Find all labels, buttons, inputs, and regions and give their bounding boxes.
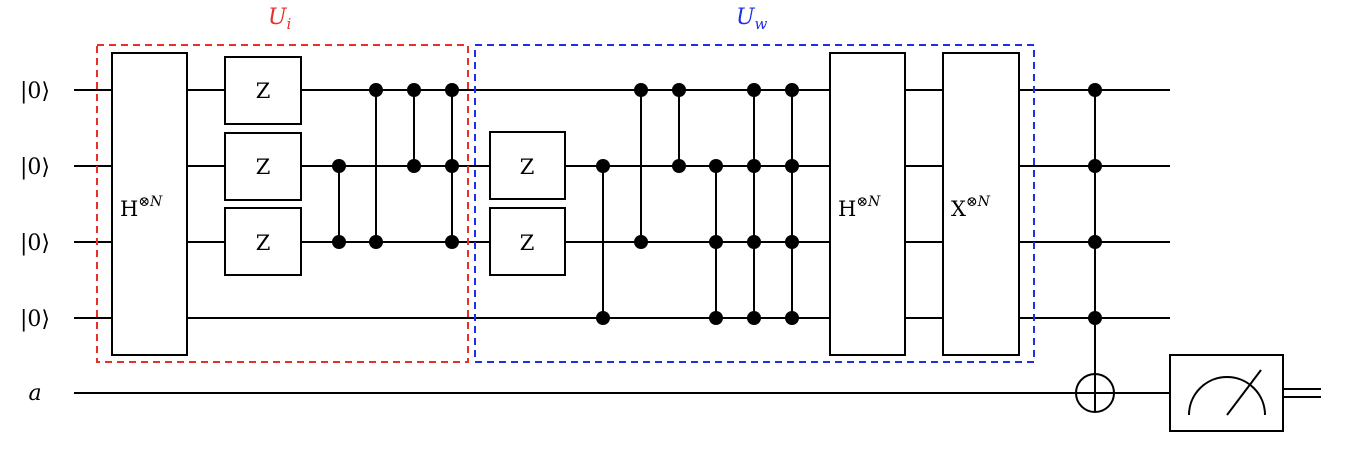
- z-gate-label: Z: [520, 155, 535, 179]
- z-gate-label: Z: [256, 231, 271, 255]
- hadamard-gate-label: H⊗N: [120, 194, 163, 221]
- meter-icon: [1188, 376, 1266, 416]
- ui-group-box: [96, 44, 469, 363]
- control-dot: [407, 83, 421, 97]
- z-gate-label: Z: [256, 155, 271, 179]
- control-dot: [445, 159, 459, 173]
- control-dot: [332, 159, 346, 173]
- z-gate-label: Z: [256, 79, 271, 103]
- control-dot: [785, 83, 799, 97]
- control-dot: [407, 159, 421, 173]
- z-gates: Z Z Z Z Z: [224, 56, 566, 276]
- control-dot: [747, 159, 761, 173]
- multi-controlled-not: [1075, 83, 1115, 413]
- control-dot: [445, 235, 459, 249]
- hadamard-gate-2-label: H⊗N: [838, 194, 881, 221]
- control-dot: [1088, 83, 1102, 97]
- control-dot: [332, 235, 346, 249]
- ui-label: Ui: [268, 5, 292, 33]
- control-dot: [1088, 235, 1102, 249]
- z-gate: [224, 207, 302, 276]
- ancilla-label: a: [28, 381, 41, 406]
- control-dot: [596, 159, 610, 173]
- control-dot: [672, 159, 686, 173]
- control-dot: [747, 235, 761, 249]
- control-dot: [709, 159, 723, 173]
- control-dot: [596, 311, 610, 325]
- measurement-gate: [1169, 354, 1284, 432]
- control-dot: [747, 311, 761, 325]
- control-dot: [369, 235, 383, 249]
- control-dot: [785, 159, 799, 173]
- control-dot: [634, 235, 648, 249]
- hadamard-gate: [111, 52, 188, 356]
- z-gate-label: Z: [520, 231, 535, 255]
- x-gate-label: X⊗N: [951, 194, 991, 221]
- uw-label: Uw: [736, 5, 768, 33]
- control-dot: [445, 83, 459, 97]
- z-gate: [224, 56, 302, 125]
- z-gate: [224, 132, 302, 201]
- control-dot: [785, 235, 799, 249]
- control-dot: [747, 83, 761, 97]
- control-dot: [369, 83, 383, 97]
- control-dot: [709, 311, 723, 325]
- control-dot: [634, 83, 648, 97]
- z-gate: [489, 131, 566, 200]
- control-dot: [1088, 159, 1102, 173]
- qubit-label-3: |0⟩: [20, 307, 50, 332]
- x-gate: [942, 52, 1020, 356]
- qubit-label-0: |0⟩: [20, 79, 50, 104]
- control-dot: [672, 83, 686, 97]
- target-oplus-icon: [1075, 373, 1115, 413]
- control-dot: [785, 311, 799, 325]
- qubit-label-2: |0⟩: [20, 231, 50, 256]
- hadamard-gate-2: [829, 52, 906, 356]
- control-dot: [1088, 311, 1102, 325]
- qubit-label-1: |0⟩: [20, 155, 50, 180]
- control-dot: [709, 235, 723, 249]
- controlled-z-gates: [332, 83, 799, 325]
- uw-group-box: [474, 44, 1035, 363]
- z-gate: [489, 207, 566, 276]
